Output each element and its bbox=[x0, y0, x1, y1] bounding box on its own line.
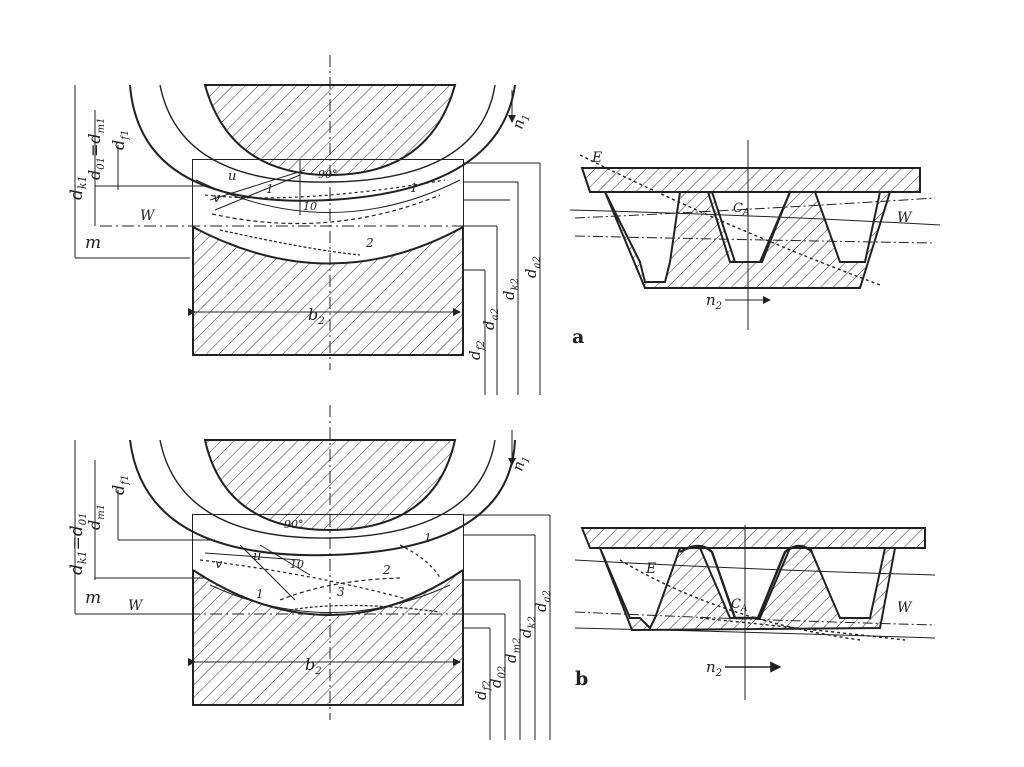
marker-1-a: 1 bbox=[266, 182, 274, 196]
marker-10-a: 10 bbox=[303, 200, 317, 213]
marker-2-b: 2 bbox=[382, 563, 391, 577]
label-dk1-b: dk1=d01 bbox=[67, 513, 89, 575]
panel-b-tag: b bbox=[575, 668, 588, 690]
label-w-a: W bbox=[140, 208, 156, 224]
marker-90-b: 90° bbox=[284, 518, 304, 531]
marker-10-b: 10 bbox=[290, 558, 304, 571]
label-dm1-b: dm1 bbox=[85, 504, 107, 530]
label-m-b: m bbox=[85, 588, 101, 608]
marker-v-b: v bbox=[215, 557, 223, 572]
gear-label-w-b: W bbox=[897, 600, 913, 616]
label-dm2-b: dm2 bbox=[502, 638, 523, 663]
gear-label-e-b: E bbox=[645, 561, 656, 577]
label-df2-a: df2 bbox=[466, 340, 487, 360]
worm-core-b bbox=[203, 439, 457, 532]
label-n1-a: n1 bbox=[508, 111, 532, 132]
label-da2b-a: da2 bbox=[522, 256, 543, 278]
panel-a-gear: E CA W n2 bbox=[569, 140, 941, 330]
gear-teeth-b bbox=[599, 547, 897, 632]
label-d01-dm1-a: d01=dm1 bbox=[85, 118, 107, 181]
marker-90-a: 90° bbox=[318, 168, 338, 181]
gear-label-ca-a: CA bbox=[733, 201, 750, 218]
marker-u-b: u bbox=[253, 549, 261, 564]
label-b2-a: b2 bbox=[308, 305, 325, 327]
label-n1-b: n1 bbox=[508, 453, 532, 474]
gear-label-ca-b: CA bbox=[731, 597, 748, 614]
gear-label-n2-b: n2 bbox=[706, 658, 722, 679]
label-d02-b: d02 bbox=[487, 666, 508, 688]
panel-b-gear: E CA W n2 bbox=[574, 525, 936, 700]
label-dk2-a: dk2 bbox=[500, 278, 521, 300]
label-df1-a: df1 bbox=[109, 130, 131, 150]
marker-1b-b: 1 bbox=[424, 531, 432, 545]
marker-1-b: 1 bbox=[256, 587, 264, 601]
gear-label-e-a: E bbox=[591, 150, 602, 166]
label-da2-b: da2 bbox=[532, 590, 553, 612]
gear-label-w-a: W bbox=[897, 210, 913, 226]
label-df1-b: df1 bbox=[109, 475, 131, 495]
wheel-cutout-b bbox=[193, 515, 463, 615]
marker-u-a: u bbox=[228, 169, 236, 184]
marker-1b-a: 1 bbox=[410, 181, 418, 195]
panel-a-labels: dk1 d01=dm1 df1 m W b2 n1 df2 da2 dk2 da… bbox=[67, 111, 584, 360]
panel-a-tag: a bbox=[572, 326, 584, 348]
gear-top-a bbox=[580, 167, 921, 193]
panel-a-section bbox=[74, 55, 541, 395]
label-b2-b: b2 bbox=[305, 655, 322, 677]
label-m-a: m bbox=[85, 233, 101, 253]
marker-3-b: 3 bbox=[337, 585, 345, 599]
label-dk1-a: dk1 bbox=[67, 175, 89, 200]
wheel-cutout-a bbox=[193, 160, 463, 264]
label-w-b: W bbox=[128, 598, 144, 614]
label-dk2-b: dk2 bbox=[517, 616, 538, 638]
label-df2-b: df2 bbox=[472, 680, 493, 700]
gear-label-n2-a: n2 bbox=[706, 291, 722, 312]
marker-2-a: 2 bbox=[365, 236, 374, 250]
worm-ring-a bbox=[129, 84, 516, 202]
panel-b-section bbox=[74, 405, 551, 740]
marker-v-a: v bbox=[213, 191, 221, 206]
gear-top-b bbox=[580, 527, 926, 549]
panel-b-labels: dk1=d01 dm1 df1 m W b2 n1 df2 d02 dm2 dk… bbox=[67, 453, 588, 700]
label-da2-a: da2 bbox=[480, 308, 501, 330]
